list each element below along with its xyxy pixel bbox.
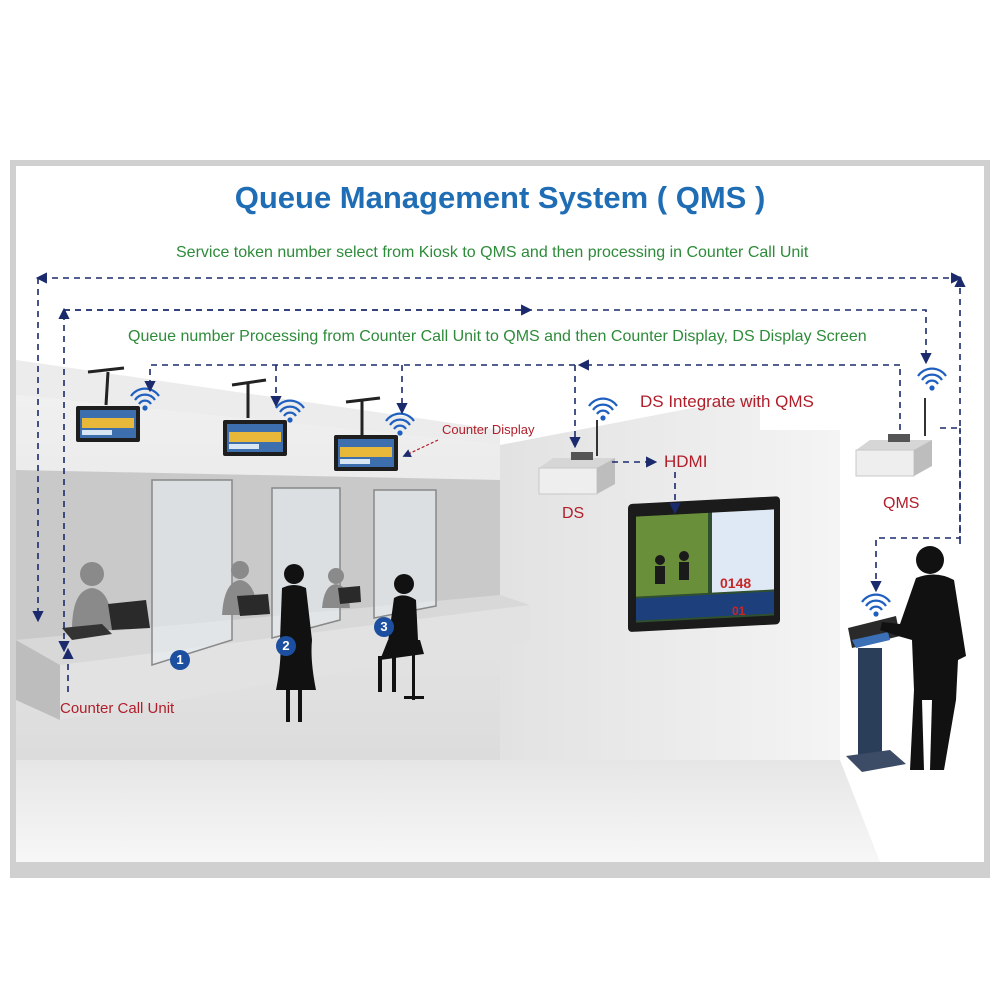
counter-call-unit-label: Counter Call Unit <box>60 700 175 717</box>
counter-flow-caption: Queue number Processing from Counter Cal… <box>128 328 867 345</box>
ds-integrate-label: DS Integrate with QMS <box>640 392 814 411</box>
counter-number-badge: 1 <box>170 650 190 670</box>
ds-counter-number: 01 <box>732 604 746 618</box>
ds-token-number: 0148 <box>720 575 752 591</box>
counter-number-badge: 2 <box>276 636 296 656</box>
ds-label: DS <box>562 505 585 522</box>
counter-number-badge: 3 <box>374 617 394 637</box>
qms-label: QMS <box>883 495 920 512</box>
page-title: Queue Management System ( QMS ) <box>234 180 766 215</box>
hdmi-label: HDMI <box>664 452 708 471</box>
counter-display-label: Counter Display <box>442 422 535 437</box>
kiosk-flow-caption: Service token number select from Kiosk t… <box>176 244 809 261</box>
